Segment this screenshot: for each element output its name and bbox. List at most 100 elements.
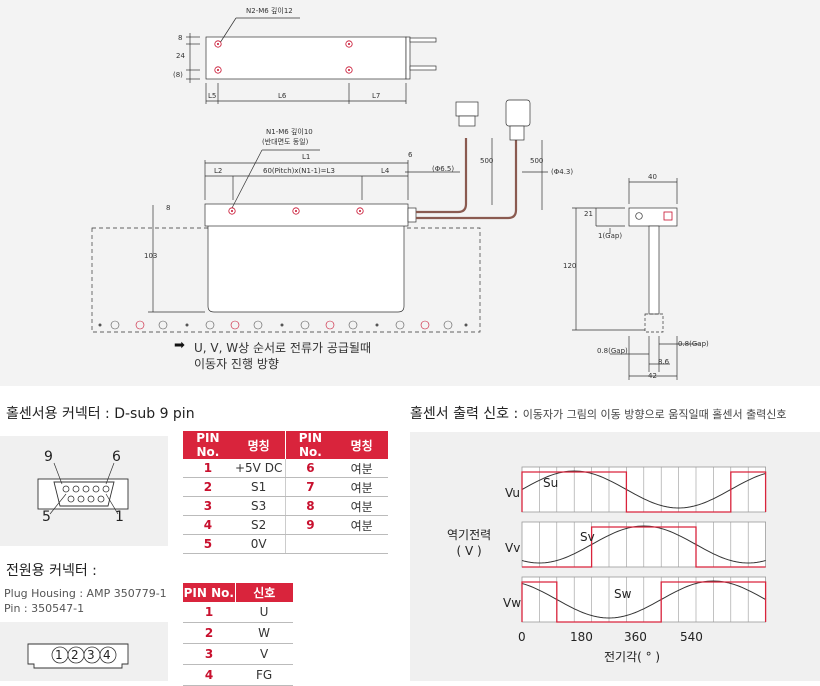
- dsub-pin-1: 1: [115, 509, 124, 525]
- direction-note: U, V, W상 순서로 전류가 공급될때 이동자 진행 방향: [194, 340, 371, 372]
- top-view-body: [205, 36, 407, 80]
- cell-pin: 3: [183, 643, 236, 665]
- th-pin-no-2: PIN No.: [285, 431, 336, 459]
- direction-note-line1: U, V, W상 순서로 전류가 공급될때: [194, 341, 371, 355]
- th-pin-no: PIN No.: [183, 583, 236, 602]
- cell-pin: 8: [285, 496, 336, 516]
- cell-signal: V: [235, 643, 293, 665]
- hall-pin-table: PIN No. 명칭 PIN No. 명칭 1 +5V DC 6 여분 2 S1…: [183, 431, 388, 554]
- dim-120: 120: [563, 262, 577, 270]
- signal-label-sv: Sv: [580, 530, 595, 544]
- xtick-180: 180: [570, 630, 593, 644]
- cable-dia-2: (Φ4.3): [551, 168, 574, 176]
- cell-signal: W: [235, 622, 293, 644]
- xtick-360: 360: [624, 630, 647, 644]
- th-pin-no: PIN No.: [183, 431, 233, 459]
- dim-pitch: 60(Pitch)x(N1-1)=L3: [263, 167, 335, 175]
- cell-pin: 3: [183, 496, 233, 516]
- hall-signal-subtitle: 이동자가 그림의 이동 방향으로 움직일때 홀센서 출력신호: [522, 408, 787, 421]
- cell-pin: 6: [285, 459, 336, 478]
- dim-l5: L5: [208, 92, 217, 100]
- direction-note-line2: 이동자 진행 방향: [194, 357, 279, 371]
- cell-signal: +5V DC: [232, 459, 286, 478]
- dim-l6: L6: [278, 92, 287, 100]
- power-pin-2: 2: [71, 648, 79, 662]
- cell-signal: FG: [235, 664, 293, 686]
- front-tap-sub: (반대면도 동일): [262, 138, 309, 146]
- th-signal: 신호: [235, 583, 293, 602]
- dim-8-front: 8: [166, 204, 171, 212]
- table-row: 4 S2 9 여분: [183, 515, 388, 535]
- hall-signal-title: 홀센서 출력 신호 : 이동자가 그림의 이동 방향으로 움직일때 홀센서 출력…: [410, 403, 787, 423]
- cell-signal: S2: [232, 515, 286, 535]
- dim-6: 6: [408, 151, 413, 159]
- emf-axis-label: 역기전력 ( V ): [447, 527, 491, 559]
- cell-pin: 1: [183, 602, 236, 623]
- th-name: 명칭: [232, 431, 286, 459]
- dim-1gap: 1(Gap): [598, 232, 623, 240]
- dim-40: 40: [648, 173, 657, 181]
- cell-pin: 2: [183, 622, 236, 644]
- top-tap-note: N2-M6 깊이12: [246, 7, 293, 15]
- table-row: 3 S3 8 여분: [183, 496, 388, 516]
- row-label-vv: Vv: [505, 541, 521, 555]
- emf-label-line2: ( V ): [456, 544, 482, 558]
- dim-gap-right: 0.8(Gap): [678, 340, 709, 348]
- hall-signal-sw: [521, 581, 767, 623]
- signal-label-sw: Sw: [614, 587, 632, 601]
- table-row: 1 +5V DC 6 여분: [183, 459, 388, 478]
- cell-signal: 여분: [335, 477, 388, 497]
- stator-outline: [91, 227, 481, 333]
- plug-housing-label: Plug Housing : AMP 350779-1: [4, 587, 167, 600]
- dim-l1: L1: [302, 153, 311, 161]
- dim-24: 24: [176, 52, 185, 60]
- front-tap-note: N1-M6 깊이10: [266, 128, 313, 136]
- hall-signal-title-main: 홀센서 출력 신호 :: [410, 406, 519, 422]
- hall-signal-su: [521, 471, 767, 513]
- cell-pin: 4: [183, 664, 236, 686]
- hall-connector-title: 홀센서용 커넥터 : D-sub 9 pin: [6, 406, 195, 422]
- dsub-pin-6: 6: [112, 449, 121, 465]
- dim-21: 21: [584, 210, 593, 218]
- pin-part-label: Pin : 350547-1: [4, 602, 85, 615]
- cell-pin: 1: [183, 459, 233, 478]
- dim-8-6: 8.6: [658, 358, 670, 366]
- th-name-2: 명칭: [335, 431, 388, 459]
- dim-l4: L4: [381, 167, 390, 175]
- arrow-right-icon: ➡: [174, 338, 185, 353]
- sine-wave-vv: [521, 525, 766, 564]
- cell-signal: 여분: [335, 515, 388, 535]
- power-connector-title: 전원용 커넥터 :: [6, 563, 97, 579]
- hall-signal-diagram: [521, 466, 767, 623]
- cell-signal: [335, 534, 388, 554]
- cell-signal: S1: [232, 477, 286, 497]
- cable-len-1: 500: [480, 157, 494, 165]
- power-pin-4: 4: [103, 648, 111, 662]
- cell-signal: U: [235, 602, 293, 623]
- hall-signal-sv: [522, 526, 766, 568]
- dim-103: 103: [144, 252, 158, 260]
- mover-body: [204, 203, 409, 227]
- cell-pin: 4: [183, 515, 233, 535]
- xtick-0: 0: [518, 630, 526, 644]
- xaxis-label: 전기각( ° ): [604, 650, 661, 664]
- cell-pin: 2: [183, 477, 233, 497]
- cell-signal: S3: [232, 496, 286, 516]
- cell-signal: 여분: [335, 459, 388, 478]
- dim-l2: L2: [214, 167, 223, 175]
- cable-dia-1: (Φ6.5): [432, 165, 455, 173]
- dim-8-ref: (8): [173, 71, 183, 79]
- cell-pin: 5: [183, 534, 233, 554]
- xtick-540: 540: [680, 630, 703, 644]
- mechanical-drawing: [91, 17, 700, 380]
- cell-pin: [285, 534, 336, 554]
- cable-len-2: 500: [530, 157, 544, 165]
- power-connector-diagram: [27, 643, 129, 669]
- table-row: 2 S1 7 여분: [183, 477, 388, 497]
- dsub-pin-5: 5: [42, 509, 51, 525]
